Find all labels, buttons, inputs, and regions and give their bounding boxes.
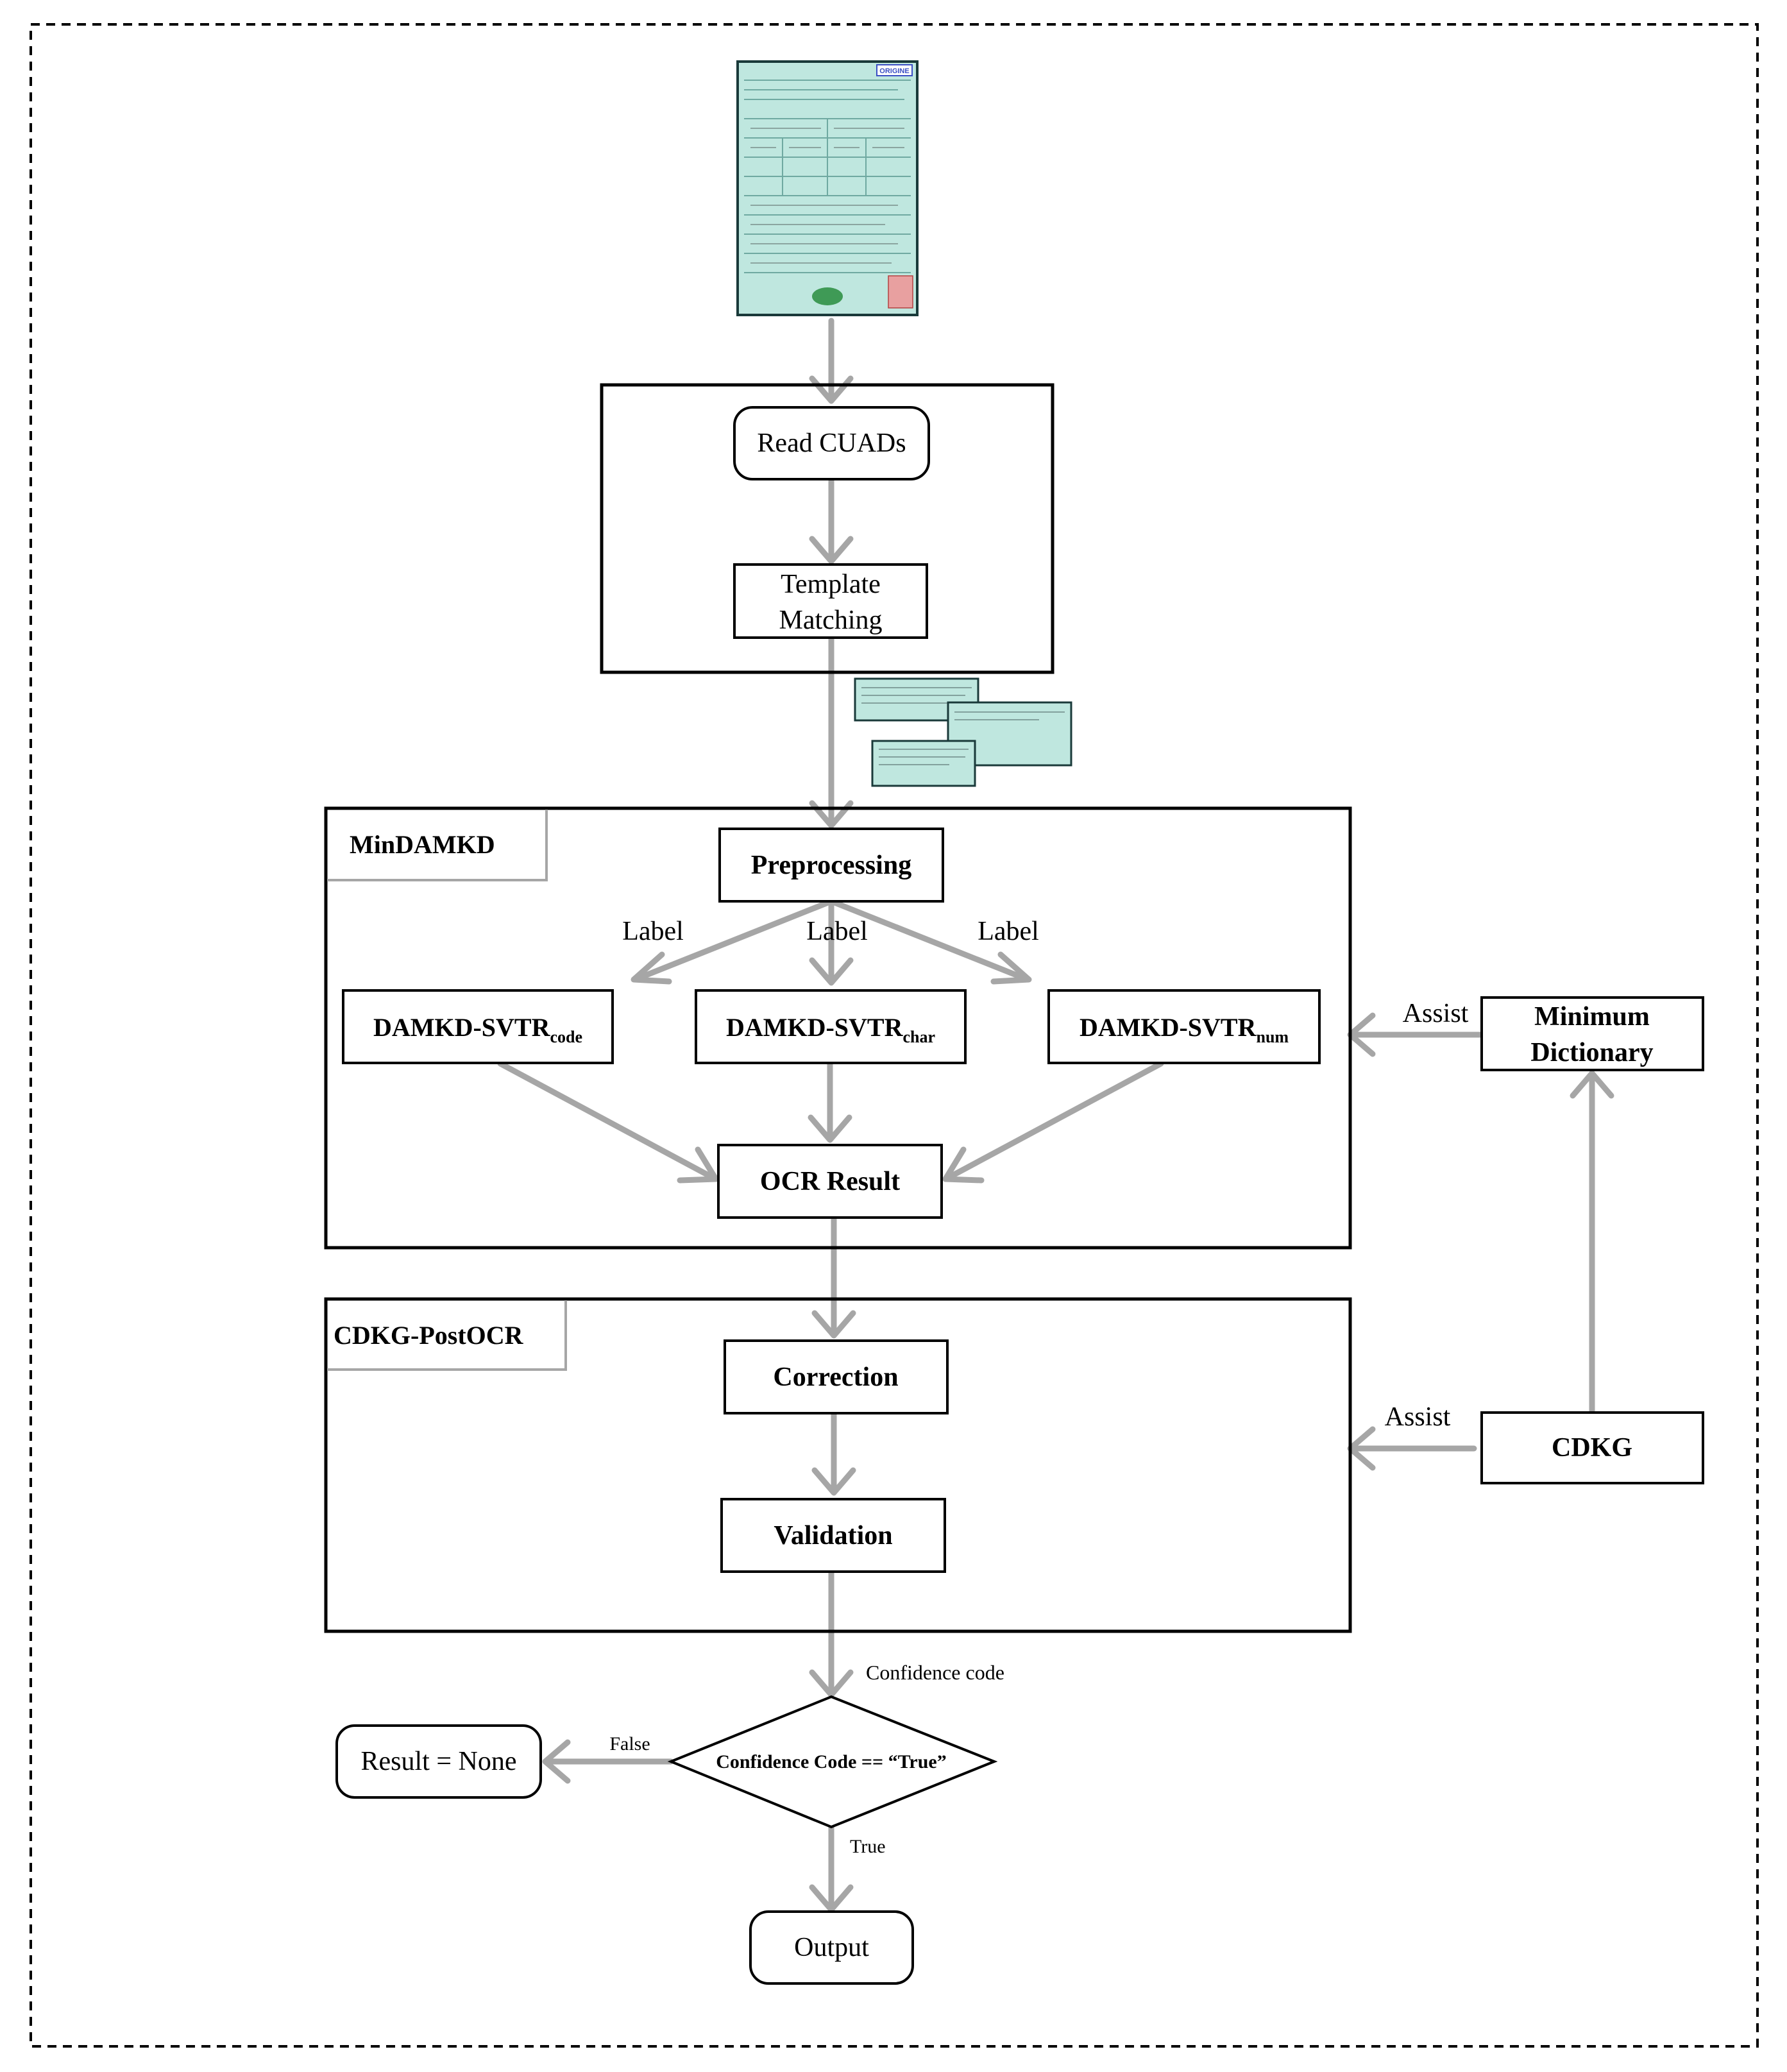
svtr-num-node[interactable]: [1047, 989, 1321, 1064]
minimum-dictionary-node[interactable]: [1480, 996, 1704, 1071]
svtr-char-node[interactable]: [695, 989, 967, 1064]
arrow-code-to-ocr: [497, 1060, 715, 1180]
cdkg-node[interactable]: [1480, 1411, 1704, 1484]
confidence-code-label: Confidence code: [866, 1661, 1004, 1684]
arrowhead-template-to-preprocessing: [809, 800, 854, 829]
decision-label: Confidence Code == “True”: [716, 1751, 946, 1772]
output-label: Output: [794, 1933, 869, 1962]
true-label: True: [850, 1836, 886, 1857]
read-cuads-label: Read CUADs: [757, 429, 906, 458]
false-label: False: [609, 1733, 650, 1754]
arrowhead-read-to-template: [809, 536, 854, 565]
arrow-num-to-ocr: [946, 1060, 1164, 1180]
mindamkd-title: MinDAMKD: [350, 830, 495, 859]
arrowhead-validation-to-decision: [809, 1669, 854, 1698]
svtr-code-node[interactable]: [342, 989, 614, 1064]
arrowhead-decision-to-none: [542, 1739, 571, 1784]
assist-label-top: Assist: [1403, 999, 1469, 1028]
output-node[interactable]: [749, 1910, 914, 1985]
edge-label-left: Label: [622, 917, 684, 946]
minimum-dictionary-label-2: Dictionary: [1530, 1038, 1653, 1067]
arrowhead-code-to-ocr: [677, 1146, 719, 1184]
result-none-label: Result = None: [361, 1747, 517, 1776]
arrowhead-num-to-ocr: [942, 1146, 985, 1184]
mindamkd-module: [324, 806, 1352, 1250]
preprocessing-node[interactable]: [718, 828, 944, 903]
template-matching-label-1: Template: [781, 570, 881, 599]
decision-node[interactable]: [667, 1695, 998, 1829]
svtr-num-label: DAMKD-SVTRnum: [1080, 1013, 1289, 1046]
arrowhead-char-to-ocr: [808, 1114, 852, 1143]
cdkg-postocr-module: [324, 1297, 1352, 1633]
ocr-result-node[interactable]: [717, 1144, 943, 1219]
svtr-code-label: DAMKD-SVTRcode: [373, 1013, 582, 1046]
result-none-node[interactable]: [335, 1724, 542, 1799]
svtr-code-main: DAMKD-SVTR: [373, 1013, 551, 1042]
cropped-regions-thumbnails: [854, 677, 1072, 787]
template-matching-node[interactable]: [733, 563, 928, 639]
document-badge: ORIGINE: [879, 67, 909, 75]
mindamkd-tab: [327, 810, 548, 881]
template-matching-label-2: Matching: [779, 606, 883, 635]
arrowhead-cdkg-to-dictionary: [1570, 1070, 1614, 1099]
arrowhead-correction-to-validation: [811, 1467, 856, 1496]
minimum-dictionary-label-1: Minimum: [1534, 1002, 1650, 1032]
cdkg-label: CDKG: [1552, 1433, 1632, 1463]
correction-label: Correction: [773, 1363, 898, 1392]
arrow-preprocessing-to-num: [828, 898, 1028, 981]
arrowhead-ocr-to-correction: [811, 1310, 856, 1339]
svtr-code-subscript: code: [550, 1028, 583, 1046]
correction-node[interactable]: [724, 1339, 949, 1414]
arrowhead-decision-to-output: [809, 1884, 854, 1913]
cdkg-postocr-tab: [327, 1300, 567, 1371]
svtr-num-subscript: num: [1256, 1028, 1289, 1046]
validation-label: Validation: [774, 1521, 892, 1550]
svtr-char-subscript: char: [903, 1028, 936, 1046]
reading-group-box: [600, 383, 1054, 674]
arrowhead-preprocessing-to-char: [809, 957, 854, 986]
arrowhead-preprocessing-to-code: [631, 951, 672, 985]
cuad-document-image: ORIGINE: [736, 60, 919, 316]
arrow-preprocessing-to-code: [635, 898, 834, 981]
edge-label-center: Label: [806, 917, 868, 946]
ocr-result-label: OCR Result: [760, 1167, 900, 1196]
preprocessing-label: Preprocessing: [751, 851, 911, 880]
outer-dashed-frame: [30, 23, 1759, 2048]
assist-label-bottom: Assist: [1385, 1402, 1451, 1432]
edge-label-right: Label: [978, 917, 1039, 946]
svtr-char-label: DAMKD-SVTRchar: [726, 1013, 935, 1046]
svtr-num-main: DAMKD-SVTR: [1080, 1013, 1257, 1042]
svtr-char-main: DAMKD-SVTR: [726, 1013, 904, 1042]
read-cuads-node[interactable]: [733, 406, 930, 480]
cdkg-postocr-title: CDKG-PostOCR: [334, 1321, 524, 1350]
validation-node[interactable]: [720, 1498, 946, 1573]
arrowhead-preprocessing-to-num: [990, 951, 1032, 985]
